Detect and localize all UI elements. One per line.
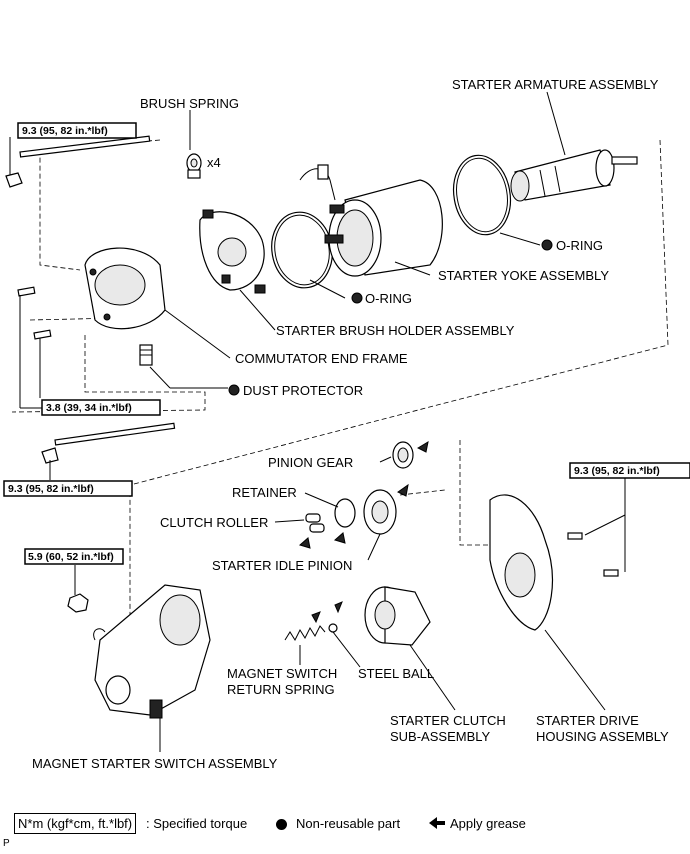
grease-arrows (298, 440, 429, 624)
svg-text:9.3 (95, 82 in.*lbf): 9.3 (95, 82 in.*lbf) (574, 465, 660, 477)
svg-text:9.3 (95, 82 in.*lbf): 9.3 (95, 82 in.*lbf) (22, 125, 108, 137)
label-pinion-gear: PINION GEAR (268, 455, 353, 470)
label-starter-armature: STARTER ARMATURE ASSEMBLY (452, 77, 659, 92)
torque-box-switch: 5.9 (60, 52 in.*lbf) (24, 548, 124, 565)
torque-box-right: 9.3 (95, 82 in.*lbf) (569, 462, 690, 479)
magnet-starter-switch (93, 584, 211, 719)
through-bolt-lower (41, 422, 176, 464)
starter-clutch (364, 586, 431, 646)
label-starter-idle-pinion: STARTER IDLE PINION (212, 558, 352, 573)
label-brush-spring-qty: x4 (207, 155, 221, 170)
label-retainer: RETAINER (232, 485, 297, 500)
magnet-switch-return-spring (284, 625, 326, 642)
torque-box-mid-left: 3.8 (39, 34 in.*lbf) (41, 399, 161, 416)
non-reusable-dot-icon (228, 384, 240, 396)
svg-text:3.8 (39, 34 in.*lbf): 3.8 (39, 34 in.*lbf) (46, 402, 132, 414)
o-ring-front (271, 211, 333, 289)
non-reusable-dot-icon (541, 239, 553, 251)
grease-arrow-icon (311, 611, 321, 624)
brush-holder (199, 209, 266, 294)
svg-text:9.3 (95, 82 in.*lbf): 9.3 (95, 82 in.*lbf) (8, 483, 94, 495)
label-o-ring-front: O-RING (365, 291, 412, 306)
label-starter-clutch-line2: SUB-ASSEMBLY (390, 729, 491, 744)
non-reusable-dot-icon (351, 292, 363, 304)
retainer (334, 498, 356, 528)
legend-grease: Apply grease (450, 816, 526, 831)
label-return-spring-line1: MAGNET SWITCH (227, 666, 337, 681)
starter-drive-housing (489, 494, 619, 631)
legend: N*m (kgf*cm, ft.*lbf) : Specified torque… (14, 813, 574, 835)
starter-armature (510, 149, 638, 202)
label-steel-ball: STEEL BALL (358, 666, 434, 681)
label-drive-housing-line2: HOUSING ASSEMBLY (536, 729, 669, 744)
label-dust-protector: DUST PROTECTOR (243, 383, 363, 398)
legend-torque-unit: N*m (kgf*cm, ft.*lbf) (14, 813, 137, 834)
pinion-gear (392, 441, 414, 469)
corner-mark: P (3, 838, 10, 849)
starter-idle-pinion (363, 489, 397, 535)
starter-yoke (299, 164, 443, 277)
through-bolt-upper (5, 135, 151, 188)
non-reusable-dot-icon (276, 819, 287, 830)
brush-spring (186, 153, 202, 179)
leader-lines (9, 91, 626, 752)
torque-box-top-left: 9.3 (95, 82 in.*lbf) (17, 122, 137, 139)
label-commutator-end-frame: COMMUTATOR END FRAME (235, 351, 408, 366)
label-brush-holder: STARTER BRUSH HOLDER ASSEMBLY (276, 323, 515, 338)
legend-non-reusable: Non-reusable part (296, 816, 401, 831)
label-return-spring-line2: RETURN SPRING (227, 682, 335, 697)
label-clutch-roller: CLUTCH ROLLER (160, 515, 268, 530)
label-brush-spring: BRUSH SPRING (140, 96, 239, 111)
o-ring-rear (452, 154, 512, 236)
terminal-nut (67, 593, 89, 613)
label-starter-yoke: STARTER YOKE ASSEMBLY (438, 268, 609, 283)
grease-arrow-icon (298, 537, 311, 549)
label-magnet-starter-switch: MAGNET STARTER SWITCH ASSEMBLY (32, 756, 278, 771)
label-starter-clutch-line1: STARTER CLUTCH (390, 713, 506, 728)
torque-box-lower-left: 9.3 (95, 82 in.*lbf) (3, 480, 133, 497)
label-drive-housing-line1: STARTER DRIVE (536, 713, 639, 728)
legend-torque-text: : Specified torque (146, 816, 248, 831)
grease-arrow-icon (416, 440, 429, 453)
dust-protector (139, 344, 153, 366)
grease-arrow-icon (397, 483, 409, 497)
clutch-rollers (305, 513, 325, 533)
grease-arrow-icon (334, 601, 343, 614)
svg-text:5.9 (60, 52 in.*lbf): 5.9 (60, 52 in.*lbf) (28, 551, 114, 563)
commutator-end-frame (84, 247, 166, 330)
grease-arrow-icon (333, 532, 346, 544)
steel-ball (328, 623, 338, 633)
end-frame-screws (17, 286, 52, 340)
grease-arrow-icon (429, 817, 445, 832)
label-o-ring-rear: O-RING (556, 238, 603, 253)
